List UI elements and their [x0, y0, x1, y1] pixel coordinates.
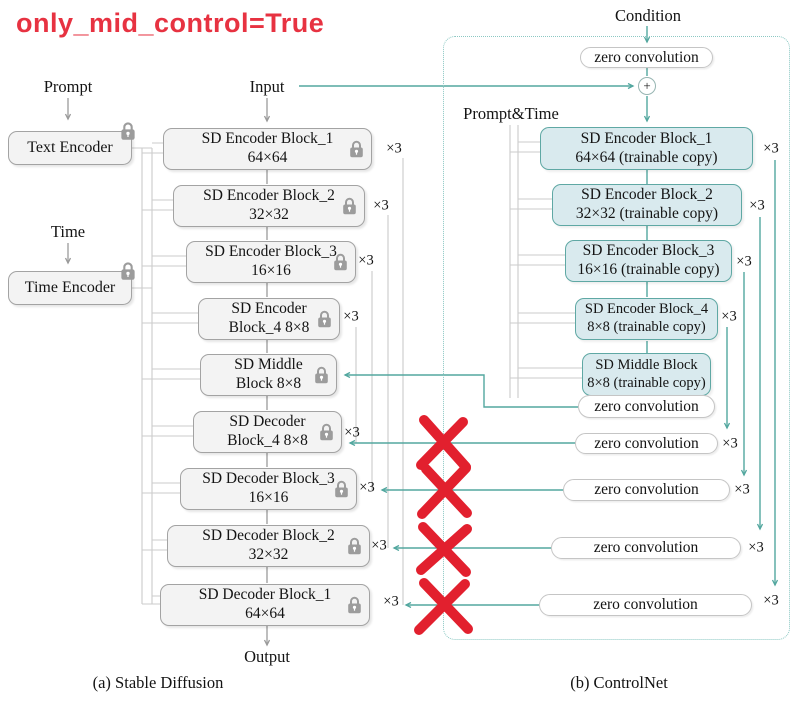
mult-label: ×3 — [736, 253, 752, 270]
block-title: SD Encoder Block_4 — [584, 301, 709, 318]
input-label: Input — [249, 77, 285, 96]
block-title: SD Decoder Block_2 — [202, 527, 335, 545]
text-encoder-block: Text Encoder — [8, 131, 132, 165]
block-title: SD Encoder Block_3 — [582, 242, 715, 260]
lock-icon — [319, 423, 334, 442]
block-size: 8×8 (trainable copy) — [587, 319, 706, 335]
cn-encoder-block-2: SD Encoder Block_2 32×32 (trainable copy… — [552, 184, 742, 226]
plus-icon: + — [643, 78, 651, 93]
sd-middle-block: SD Middle Block 8×8 — [200, 354, 337, 396]
block-size: 64×64 — [245, 605, 285, 622]
sd-decoder-block-1: SD Decoder Block_1 64×64 — [160, 584, 370, 626]
mult-label: ×3 — [344, 424, 360, 441]
controlnet-dashed-border — [443, 36, 790, 640]
output-label: Output — [244, 647, 290, 666]
zero-convolution-pill-row-1: zero convolution — [575, 433, 718, 454]
pill-label: zero convolution — [594, 481, 699, 498]
mult-label: ×3 — [763, 140, 779, 157]
block-title: SD Decoder Block_1 — [198, 586, 332, 604]
block-label: Time Encoder — [24, 279, 116, 297]
lock-icon — [347, 596, 362, 615]
cn-middle-block: SD Middle Block 8×8 (trainable copy) — [582, 353, 711, 396]
block-size: 32×32 — [249, 206, 289, 223]
block-size: 64×64 — [247, 149, 288, 166]
lock-icon — [334, 480, 349, 499]
lock-icon — [120, 261, 136, 281]
sd-encoder-block-1: SD Encoder Block_1 64×64 — [163, 128, 372, 170]
mult-label: ×3 — [721, 308, 737, 325]
condition-label: Condition — [614, 6, 682, 25]
sd-decoder-block-2: SD Decoder Block_2 32×32 — [167, 525, 370, 567]
zero-convolution-pill-row-4: zero convolution — [539, 594, 752, 616]
lock-icon — [317, 310, 332, 329]
mult-label: ×3 — [763, 592, 779, 609]
block-size: 32×32 — [248, 546, 289, 563]
mult-label: ×3 — [748, 539, 764, 556]
block-title: SD Encoder Block_1 — [580, 129, 713, 147]
block-title: SD Encoder — [231, 300, 307, 318]
zero-convolution-pill-row-3: zero convolution — [551, 537, 741, 559]
pill-label: zero convolution — [594, 434, 699, 452]
page-title: only_mid_control=True — [16, 8, 325, 38]
pill-label: zero convolution — [594, 48, 699, 66]
block-label: Text Encoder — [27, 139, 113, 157]
mult-label: ×3 — [722, 435, 738, 452]
block-size: 64×64 (trainable copy) — [575, 148, 718, 166]
lock-icon — [342, 197, 357, 216]
mult-label: ×3 — [371, 537, 387, 554]
time-label: Time — [50, 222, 86, 241]
mult-label: ×3 — [734, 481, 750, 498]
sd-decoder-block-4: SD Decoder Block_4 8×8 — [193, 411, 342, 453]
block-size: 16×16 — [248, 489, 289, 506]
block-title: SD Middle Block — [595, 356, 698, 373]
mult-label: ×3 — [383, 593, 399, 610]
caption-stable-diffusion: (a) Stable Diffusion — [92, 673, 224, 692]
lock-icon — [120, 121, 136, 141]
block-size: 8×8 (trainable copy) — [587, 374, 706, 391]
prompt-time-label: Prompt&Time — [463, 104, 559, 123]
lock-icon — [349, 140, 364, 159]
block-title: SD Encoder Block_2 — [203, 187, 335, 205]
sd-decoder-block-3: SD Decoder Block_3 16×16 — [180, 468, 357, 510]
block-title: SD Middle — [234, 356, 303, 374]
lock-icon — [347, 537, 362, 556]
block-size: 32×32 (trainable copy) — [575, 205, 719, 222]
sd-encoder-block-3: SD Encoder Block_3 16×16 — [186, 241, 356, 283]
pill-label: zero convolution — [593, 539, 699, 556]
time-encoder-block: Time Encoder — [8, 271, 132, 305]
mult-label: ×3 — [343, 308, 359, 325]
block-size: Block 8×8 — [235, 375, 302, 392]
block-title: SD Decoder Block_3 — [202, 470, 335, 488]
sd-encoder-block-2: SD Encoder Block_2 32×32 — [173, 185, 365, 227]
block-size: 16×16 — [251, 262, 291, 279]
mult-label: ×3 — [358, 252, 374, 269]
prompt-label: Prompt — [43, 77, 93, 96]
mult-label: ×3 — [386, 140, 402, 157]
mult-label: ×3 — [359, 479, 375, 496]
block-size: Block_4 8×8 — [228, 319, 310, 336]
block-title: SD Encoder Block_3 — [205, 243, 337, 261]
block-title: SD Encoder Block_1 — [201, 130, 334, 148]
zero-convolution-pill-mid: zero convolution — [578, 395, 715, 418]
caption-controlnet: (b) ControlNet — [570, 673, 668, 692]
add-node: + — [638, 77, 656, 95]
cn-encoder-block-3: SD Encoder Block_3 16×16 (trainable copy… — [565, 240, 732, 282]
cn-encoder-block-4: SD Encoder Block_4 8×8 (trainable copy) — [575, 298, 718, 340]
lock-icon — [333, 253, 348, 272]
block-title: SD Encoder Block_2 — [581, 186, 713, 204]
lock-icon — [314, 366, 329, 385]
block-size: 16×16 (trainable copy) — [577, 261, 720, 278]
zero-convolution-pill-row-2: zero convolution — [563, 479, 730, 501]
mult-label: ×3 — [749, 197, 765, 214]
sd-encoder-block-4: SD Encoder Block_4 8×8 — [198, 298, 340, 340]
pill-label: zero convolution — [594, 397, 699, 415]
cn-encoder-block-1: SD Encoder Block_1 64×64 (trainable copy… — [540, 127, 753, 170]
zero-convolution-pill-top: zero convolution — [580, 47, 713, 68]
pill-label: zero convolution — [593, 596, 698, 613]
mult-label: ×3 — [373, 197, 389, 214]
